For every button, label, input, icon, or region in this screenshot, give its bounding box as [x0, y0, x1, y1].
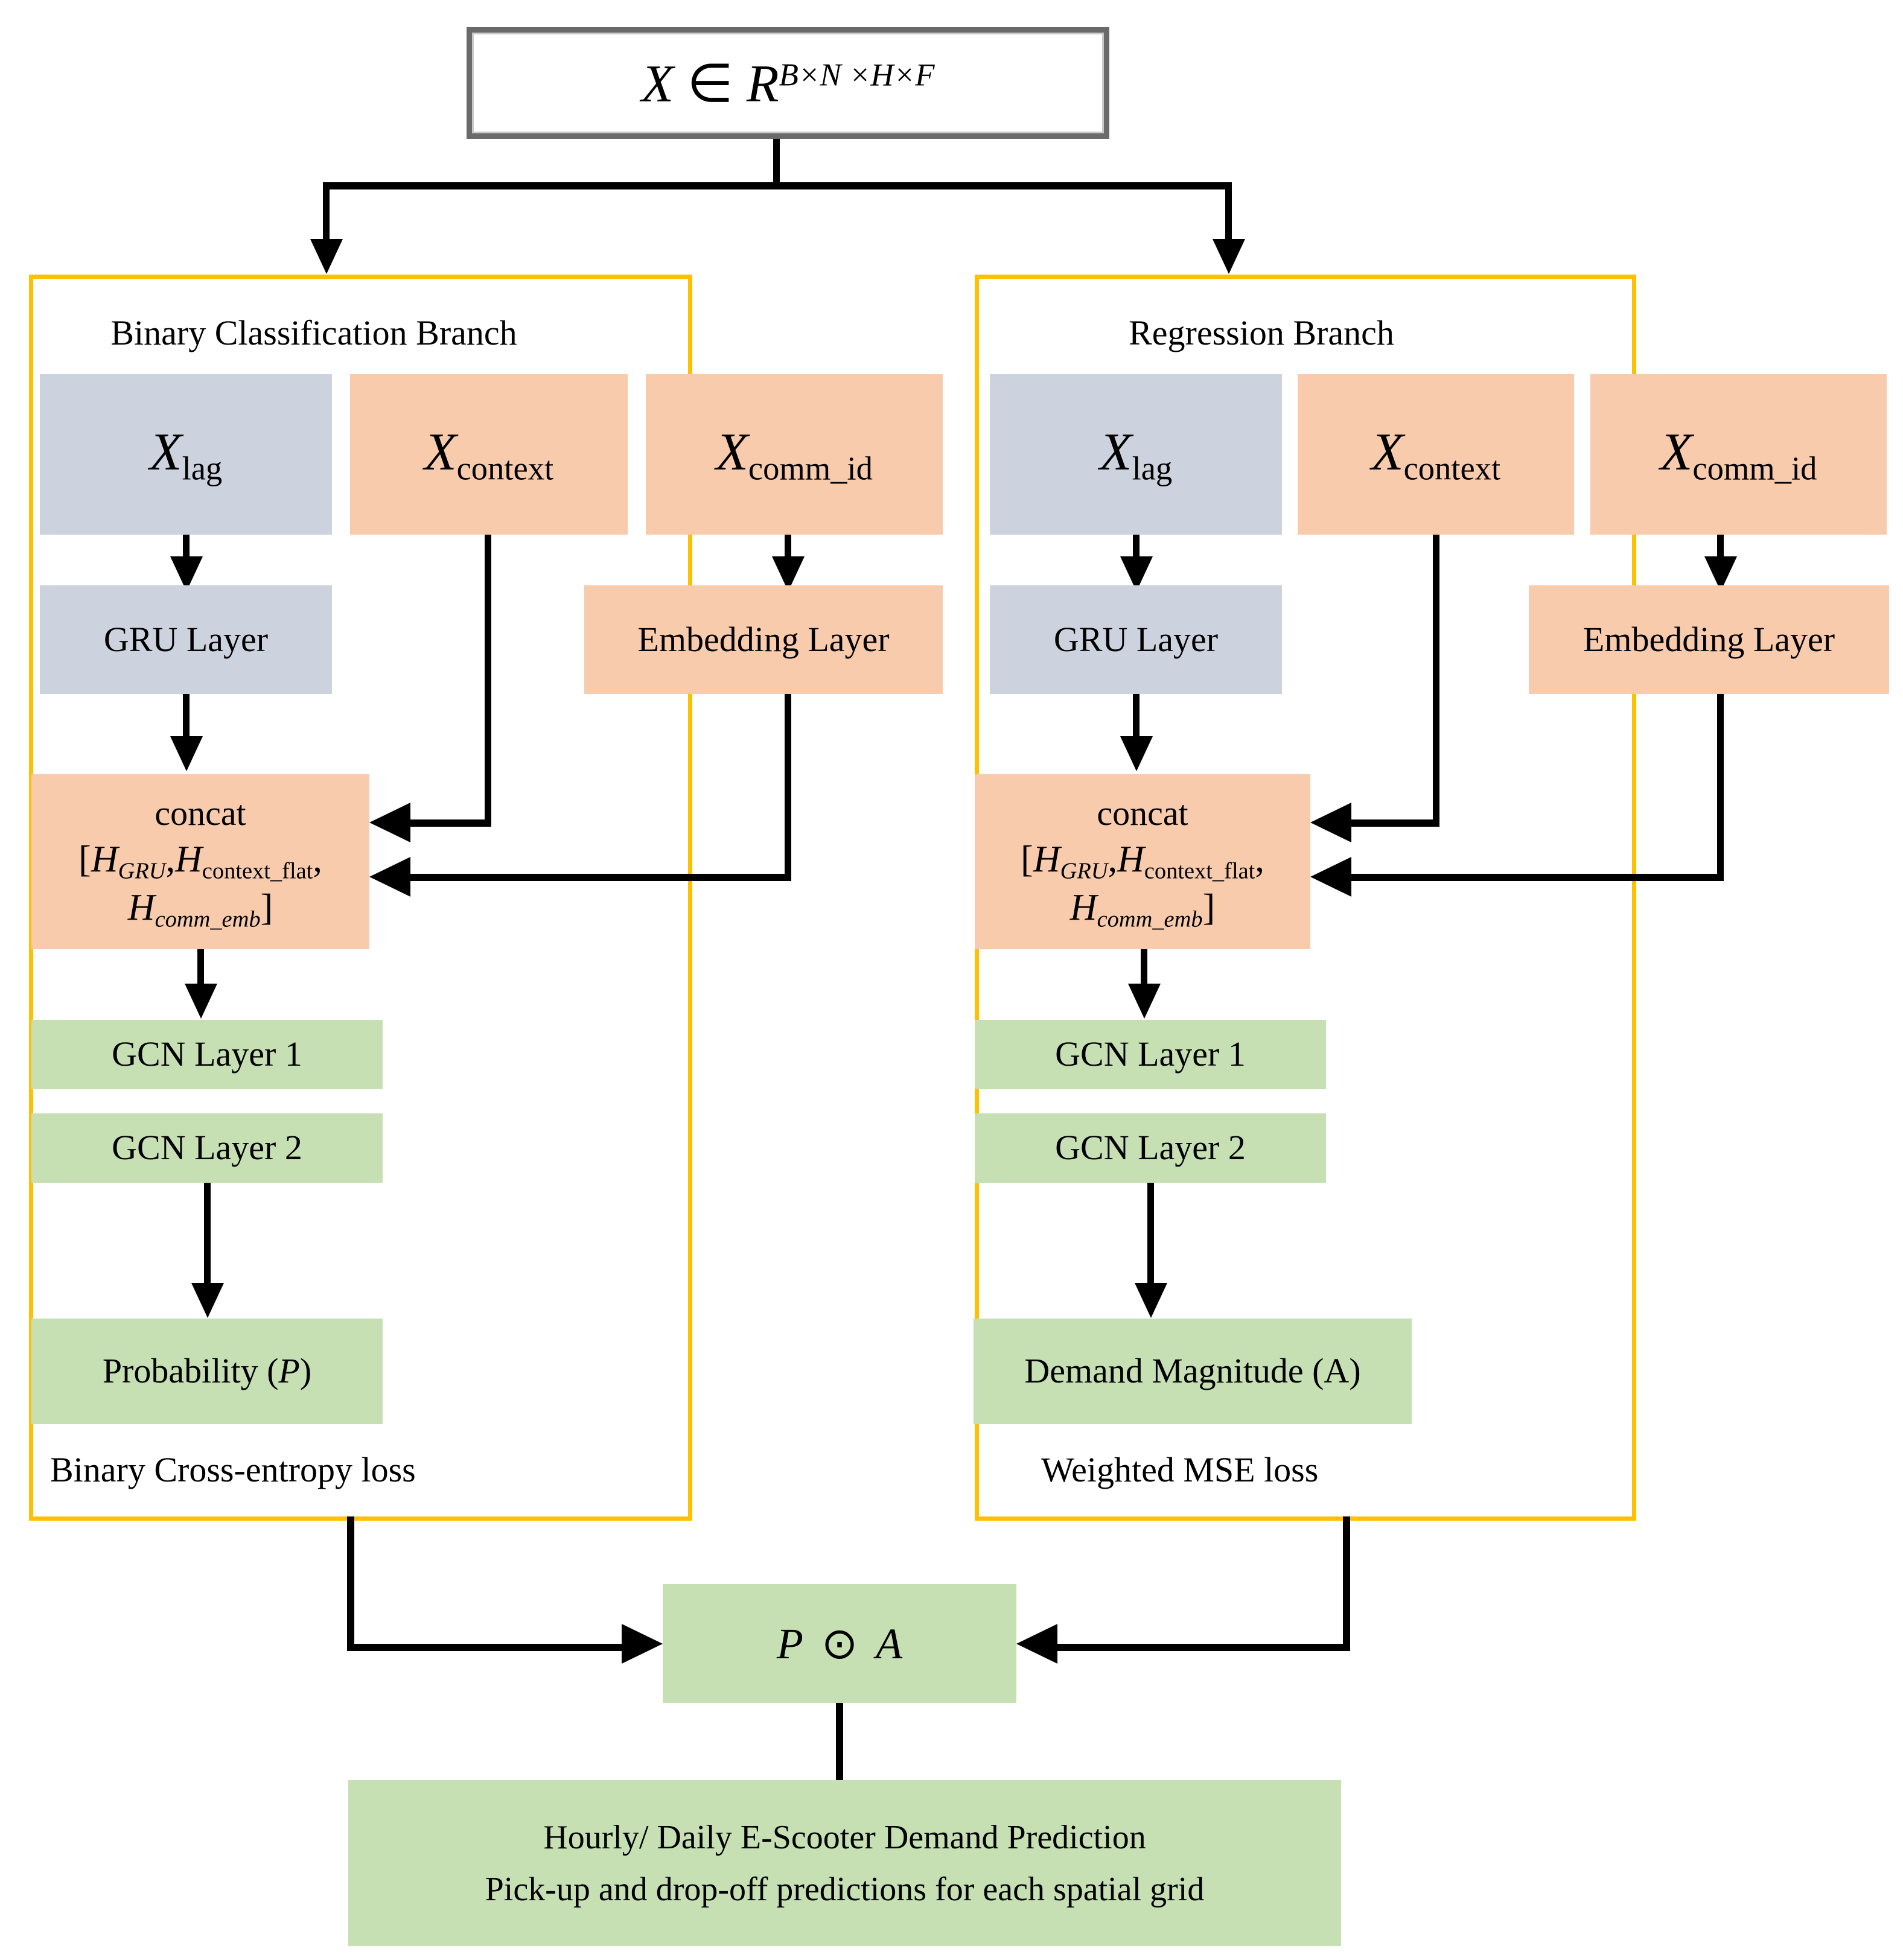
left-gcn-output-arrowhead	[191, 1283, 224, 1318]
right-xlag-arrow-line	[1133, 535, 1140, 560]
fusion-final-line	[836, 1703, 843, 1781]
left-gcn-output-line	[204, 1183, 211, 1285]
binary-loss-label: Binary Cross-entropy loss	[50, 1450, 416, 1489]
final-prediction-line2: Pick-up and drop-off predictions for eac…	[485, 1870, 1205, 1908]
left-xcommid-arrow-line	[785, 535, 791, 560]
top-stem-line	[773, 139, 780, 187]
right-embed-elbow-hline	[1351, 874, 1724, 881]
demand-magnitude-output-box: Demand Magnitude (A)	[974, 1319, 1412, 1424]
regression-branch-title: Regression Branch	[1129, 313, 1394, 352]
right-fusion-arrowhead	[1016, 1624, 1057, 1664]
left-embed-elbow-hline	[410, 874, 791, 881]
right-context-elbow-vline	[1433, 535, 1439, 823]
right-embedding-layer-box: Embedding Layer	[1529, 585, 1889, 694]
left-concat-title: concat	[155, 794, 246, 833]
left-context-elbow-arrowhead	[369, 803, 410, 842]
left-gcn1-box: GCN Layer 1	[31, 1020, 383, 1089]
left-concat-line3: Hcomm_emb]	[127, 887, 273, 932]
tensor-formula: X∈RB×N ×H×F	[641, 54, 935, 113]
binary-branch-title: Binary Classification Branch	[110, 313, 517, 352]
left-xlag-box: Xlag	[40, 374, 332, 535]
right-xcommid-box: Xcomm_id	[1590, 374, 1887, 535]
probability-output-box: Probability (P)	[31, 1319, 383, 1424]
right-drop-arrowhead	[1213, 239, 1245, 274]
right-embed-elbow-vline	[1717, 694, 1724, 877]
right-embed-elbow-arrowhead	[1310, 857, 1351, 897]
left-drop-arrowhead	[310, 239, 343, 274]
right-drop-line	[1225, 182, 1232, 243]
left-concat-gcn-line	[197, 949, 204, 987]
right-concat-gcn-line	[1141, 949, 1147, 987]
right-context-elbow-arrowhead	[1310, 803, 1351, 842]
right-concat-line3: Hcomm_emb]	[1069, 887, 1216, 932]
right-concat-title: concat	[1097, 794, 1188, 833]
fusion-box: P⊙A	[663, 1584, 1016, 1703]
left-gru-concat-line	[183, 694, 190, 740]
left-fusion-arrowhead	[622, 1624, 663, 1664]
right-gcn-output-arrowhead	[1135, 1283, 1167, 1318]
binary-classification-branch-frame	[29, 275, 692, 1521]
mse-loss-label: Weighted MSE loss	[1041, 1450, 1319, 1489]
right-xcontext-box: Xcontext	[1298, 374, 1574, 535]
right-fusion-hline	[1057, 1644, 1350, 1651]
right-gcn-output-line	[1147, 1183, 1154, 1285]
left-gcn2-box: GCN Layer 2	[31, 1113, 383, 1183]
right-xlag-box: Xlag	[990, 374, 1282, 535]
right-gcn2-box: GCN Layer 2	[975, 1113, 1326, 1183]
left-fusion-vline	[347, 1516, 354, 1651]
final-prediction-box: Hourly/ Daily E-Scooter Demand Predictio…	[348, 1780, 1341, 1946]
left-embedding-layer-box: Embedding Layer	[584, 585, 943, 694]
right-concat-line2: [HGRU,Hcontext_flat,	[1021, 839, 1264, 885]
left-concat-gcn-arrowhead	[185, 984, 217, 1019]
left-xlag-arrow-line	[183, 535, 190, 560]
left-xcommid-box: Xcomm_id	[646, 374, 943, 535]
right-gru-concat-line	[1133, 694, 1140, 740]
right-concat-box: concat [HGRU,Hcontext_flat, Hcomm_emb]	[975, 774, 1310, 949]
right-gru-layer-box: GRU Layer	[990, 585, 1282, 694]
left-gru-concat-arrowhead	[170, 736, 203, 771]
input-tensor-box: X∈RB×N ×H×F	[467, 27, 1109, 139]
left-embed-elbow-vline	[785, 694, 791, 877]
right-fusion-vline	[1343, 1516, 1350, 1651]
right-concat-gcn-arrowhead	[1128, 984, 1161, 1019]
left-concat-box: concat [HGRU,Hcontext_flat, Hcomm_emb]	[31, 774, 369, 949]
split-bar-line	[323, 182, 1232, 189]
left-drop-line	[323, 182, 330, 243]
right-context-elbow-hline	[1351, 819, 1439, 827]
left-gru-layer-box: GRU Layer	[40, 585, 332, 694]
left-fusion-hline	[347, 1644, 622, 1651]
final-prediction-line1: Hourly/ Daily E-Scooter Demand Predictio…	[543, 1818, 1146, 1856]
left-xcontext-box: Xcontext	[350, 374, 628, 535]
left-concat-line2: [HGRU,Hcontext_flat,	[78, 839, 322, 885]
left-embed-elbow-arrowhead	[369, 857, 410, 897]
right-xcommid-arrow-line	[1717, 535, 1724, 560]
left-context-elbow-hline	[410, 819, 491, 827]
right-gru-concat-arrowhead	[1120, 736, 1153, 771]
right-gcn1-box: GCN Layer 1	[975, 1020, 1326, 1089]
left-context-elbow-vline	[485, 535, 491, 823]
